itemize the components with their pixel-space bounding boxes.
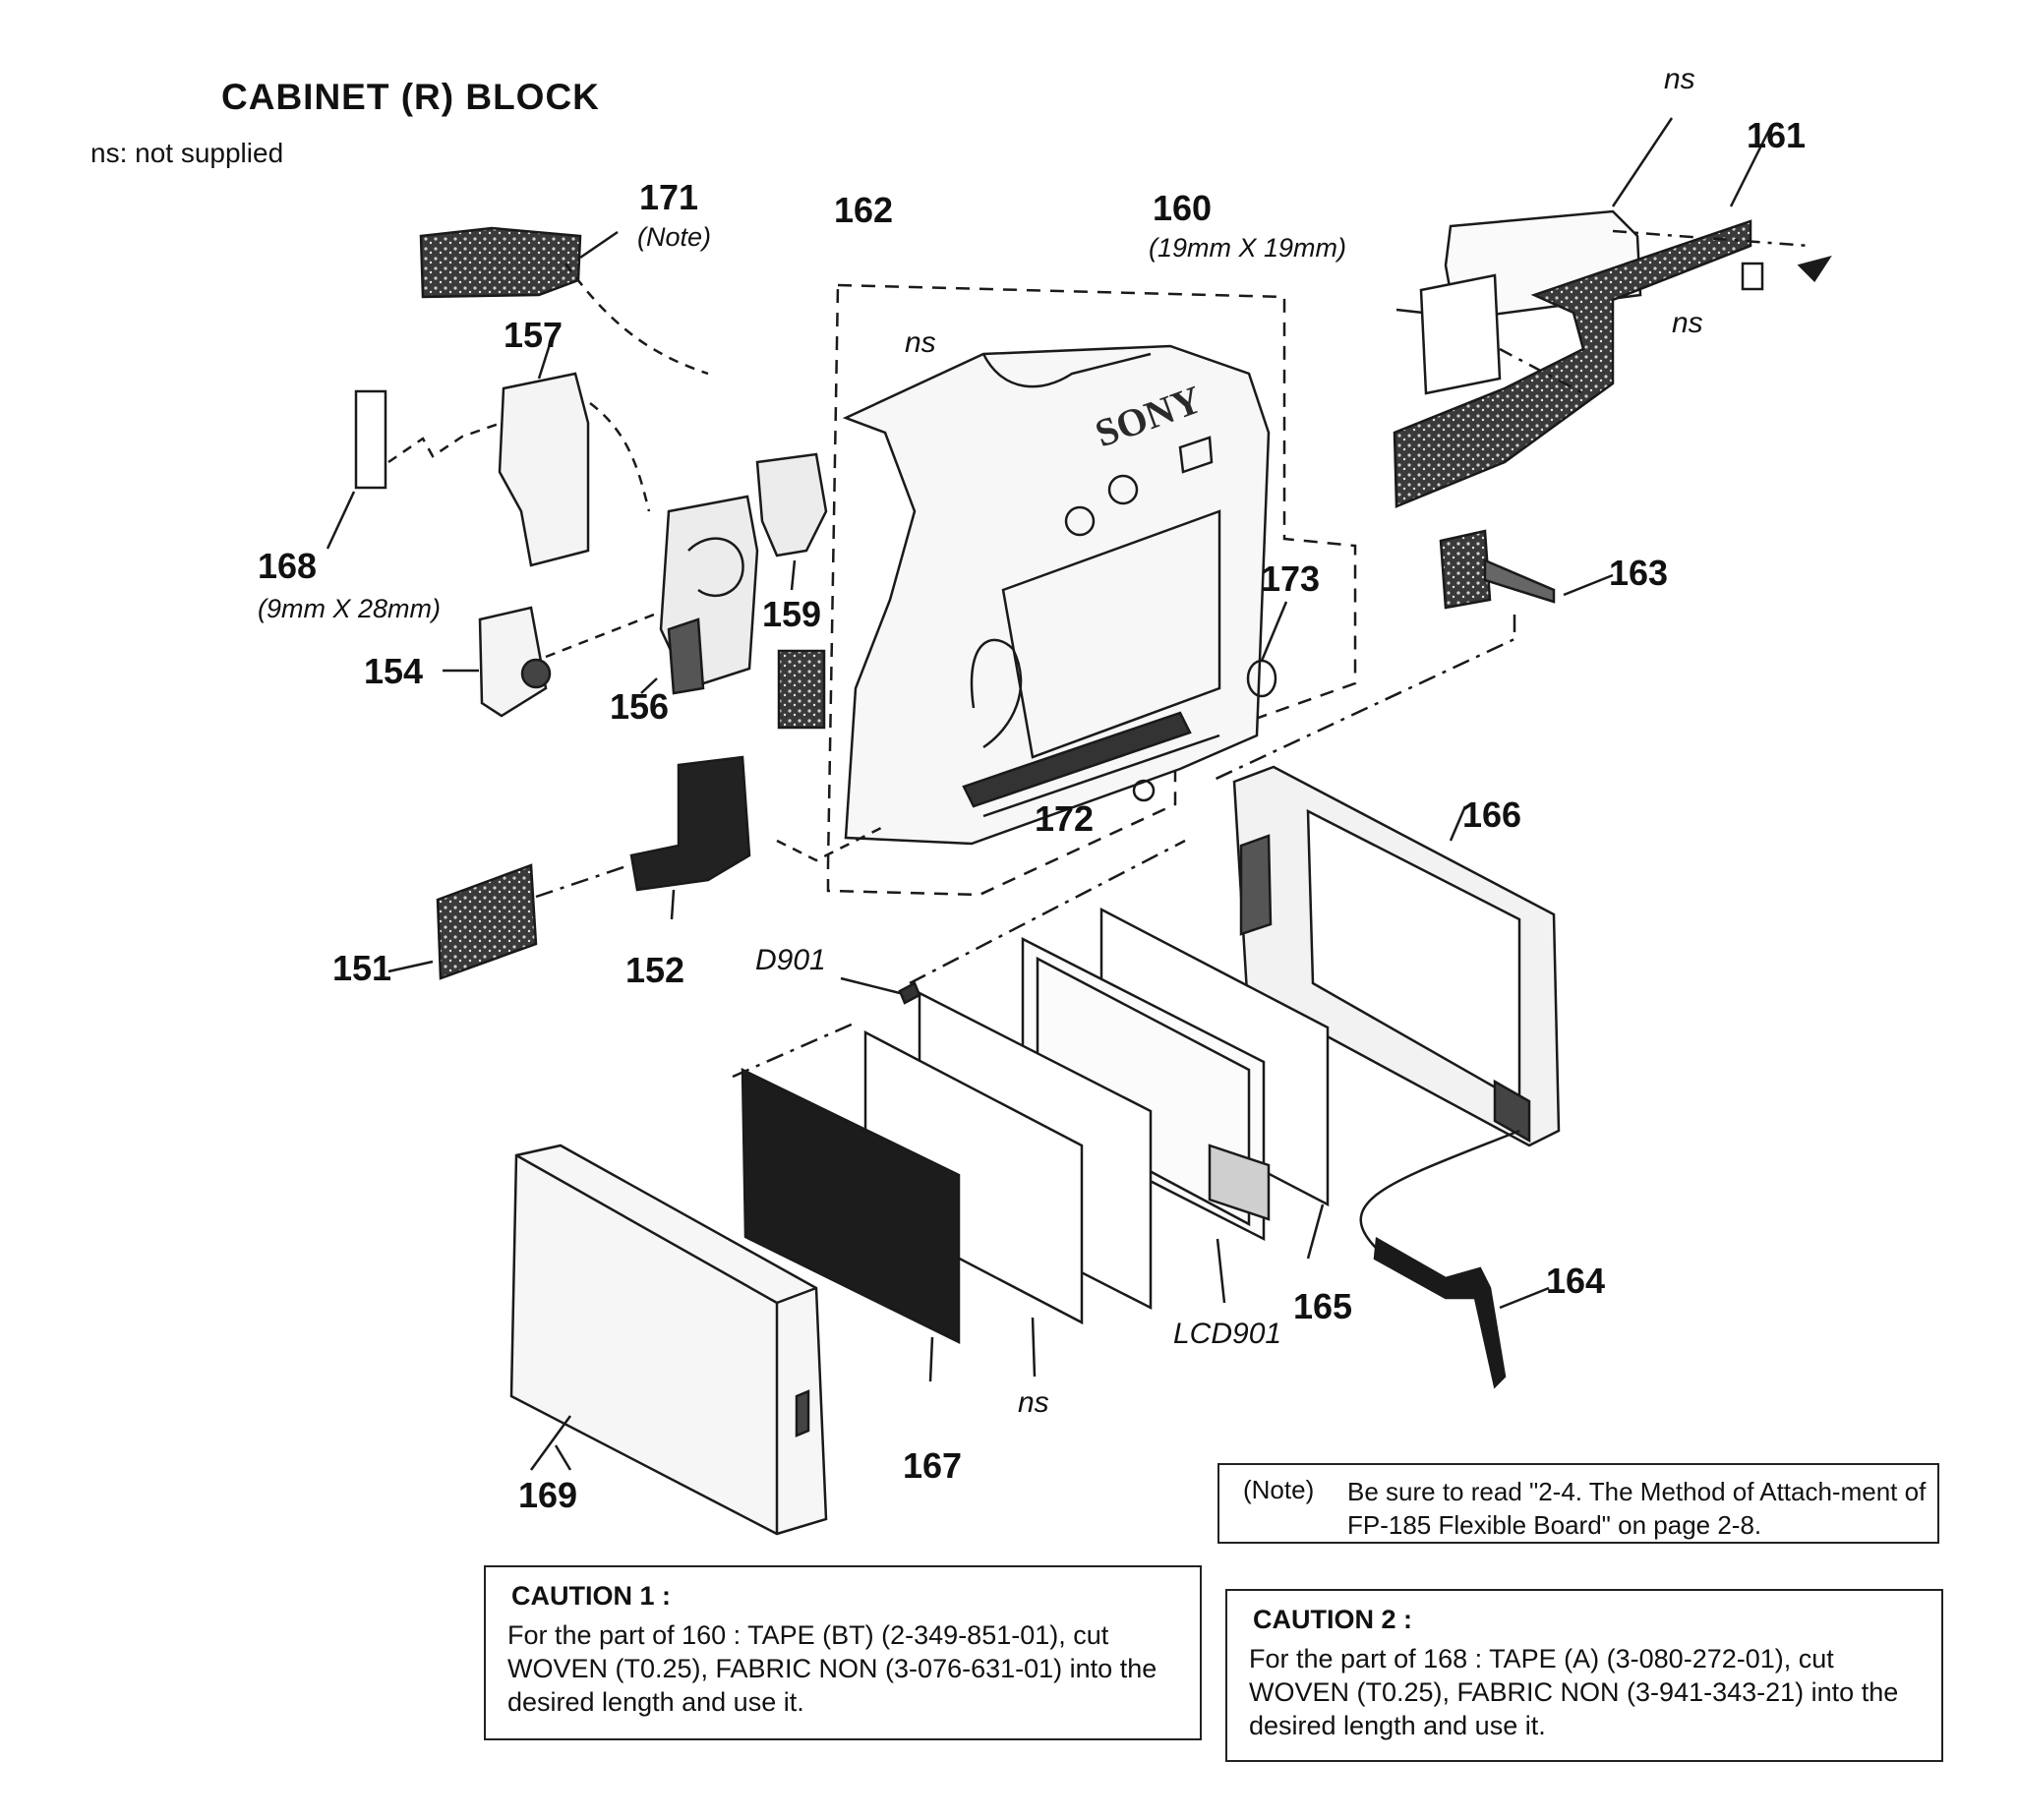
label-152: 152 — [625, 950, 685, 990]
label-167: 167 — [903, 1445, 963, 1486]
note-box: (Note) Be sure to read "2-4. The Method … — [1217, 1463, 1939, 1544]
part-159-grid — [777, 649, 826, 730]
label-159: 159 — [762, 594, 822, 634]
label-160: 160 — [1153, 188, 1213, 228]
part-152 — [629, 755, 751, 892]
label-ns-top: ns — [1664, 63, 1695, 95]
label-171-note: (Note) — [637, 222, 712, 252]
label-157: 157 — [504, 315, 564, 355]
part-171-board — [419, 226, 582, 299]
note-key: (Note) — [1243, 1475, 1315, 1504]
part-163-connector — [1439, 529, 1492, 610]
label-166: 166 — [1462, 794, 1522, 835]
label-154: 154 — [364, 651, 424, 691]
part-172-screw — [1132, 779, 1156, 802]
label-151: 151 — [332, 948, 392, 988]
cabinet-r: SONY — [842, 344, 1271, 846]
label-171: 171 — [639, 177, 699, 217]
part-157-bracket — [498, 372, 590, 567]
label-d901: D901 — [755, 944, 826, 976]
label-160-dimension: (19mm X 19mm) — [1149, 233, 1347, 263]
label-162: 162 — [834, 190, 894, 230]
part-151 — [436, 863, 538, 980]
caution-2-text: For the part of 168 : TAPE (A) (3-080-27… — [1249, 1644, 1899, 1740]
part-154-button — [478, 606, 548, 718]
diagram-title: CABINET (R) BLOCK — [221, 77, 600, 117]
part-164-cable — [1373, 1236, 1507, 1389]
part-167-panel — [741, 1067, 961, 1345]
label-ns-cabinet: ns — [905, 326, 936, 359]
label-172: 172 — [1035, 798, 1095, 839]
label-163: 163 — [1609, 553, 1669, 593]
label-161: 161 — [1747, 115, 1807, 155]
arrow-161 — [1797, 255, 1832, 282]
label-156: 156 — [610, 686, 670, 727]
caution-1-box: CAUTION 1 : For the part of 160 : TAPE (… — [484, 1565, 1202, 1740]
part-168-tape — [354, 389, 387, 490]
ns-legend: ns: not supplied — [90, 138, 284, 168]
part-169-cover — [509, 1144, 828, 1536]
caution-1-text: For the part of 160 : TAPE (BT) (2-349-8… — [507, 1620, 1157, 1717]
label-168: 168 — [258, 546, 318, 586]
caution-2-box: CAUTION 2 : For the part of 168 : TAPE (… — [1225, 1589, 1943, 1762]
part-d901-board — [898, 981, 921, 1005]
label-ns-161: ns — [1672, 307, 1703, 339]
label-ns-sheet: ns — [1018, 1386, 1049, 1419]
part-159-switch — [755, 452, 828, 558]
part-160-tape — [1419, 273, 1502, 395]
label-173: 173 — [1261, 558, 1321, 599]
caution-1-title: CAUTION 1 : — [511, 1581, 671, 1611]
label-169: 169 — [518, 1475, 578, 1515]
label-165: 165 — [1293, 1286, 1353, 1326]
note-text: Be sure to read "2-4. The Method of Atta… — [1347, 1477, 1927, 1540]
label-lcd901: LCD901 — [1173, 1318, 1282, 1350]
label-168-dimension: (9mm X 28mm) — [258, 594, 442, 623]
caution-2-title: CAUTION 2 : — [1253, 1605, 1412, 1634]
label-164: 164 — [1546, 1261, 1606, 1301]
